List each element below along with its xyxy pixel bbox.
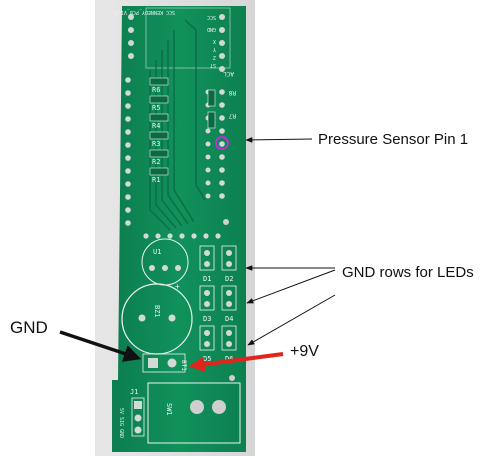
bz1-label: BZ1 [153, 305, 161, 318]
pressure-sensor-marker [215, 136, 229, 150]
bt1-label: BT1 [180, 360, 187, 371]
led-pads [204, 250, 232, 347]
u1-pads [149, 265, 181, 271]
gnd-rows-pointer-3 [247, 294, 336, 346]
led-footprints [199, 245, 237, 351]
pin-st-label: ST [210, 62, 216, 68]
plus9v-callout: +9V [290, 343, 319, 360]
acl-label: ACL [223, 70, 234, 77]
middle-pad-row [143, 233, 221, 239]
pressure-sensor-pointer [245, 137, 313, 143]
bt1-pads [142, 353, 186, 373]
pin-y-label: Y [213, 46, 216, 52]
sw1-label: SW1 [165, 403, 173, 416]
sw1-switch [147, 382, 241, 444]
resistor-r8-label: R8 [228, 89, 236, 96]
led-d1-label: D1 [203, 275, 211, 283]
plus9v-arrow [188, 352, 284, 373]
pin-gnd-label: GND [207, 26, 216, 32]
bz1-pads [138, 314, 176, 322]
led-d5-label: D5 [203, 355, 211, 363]
j1-pins-label: 5V SIG GND [118, 408, 124, 438]
right-header-pins [205, 89, 225, 199]
mounting-hole-top [223, 219, 229, 225]
left-header-pins [125, 77, 131, 226]
resistor-r2-label: R2 [152, 158, 160, 166]
pressure-sensor-callout: Pressure Sensor Pin 1 [318, 131, 469, 148]
resistor-r5-label: R5 [152, 104, 160, 112]
led-d2-label: D2 [225, 275, 233, 283]
board-top-label: SCC KENNEDY_PCB_V1.0 [115, 9, 175, 15]
top-header-pins [128, 14, 225, 72]
pin-x-label: X [213, 38, 216, 44]
resistor-r6-label: R6 [152, 86, 160, 94]
mounting-hole-bottom [229, 375, 235, 381]
u1-label: U1 [153, 248, 161, 256]
resistor-footprints [149, 77, 216, 176]
led-d3-label: D3 [203, 315, 211, 323]
j1-connector [131, 397, 145, 437]
gnd-arrow [59, 330, 142, 362]
pin-scc-label: SCC [207, 14, 216, 20]
resistor-r4-label: R4 [152, 122, 160, 130]
gnd-callout: GND [10, 318, 48, 337]
resistor-r3-label: R3 [152, 140, 160, 148]
pcb-inner-frame [145, 7, 231, 69]
resistor-r7-label: R7 [228, 112, 236, 119]
led-d4-label: D4 [225, 315, 233, 323]
gnd-rows-callout: GND rows for LEDs [342, 264, 474, 281]
led-d6-label: D6 [225, 355, 233, 363]
pin-z-label: Z [213, 54, 216, 60]
u1-plus-label: + [175, 282, 180, 291]
resistor-r1-label: R1 [152, 176, 160, 184]
j1-label: J1 [130, 388, 138, 396]
gnd-rows-pointer-2 [246, 269, 336, 304]
